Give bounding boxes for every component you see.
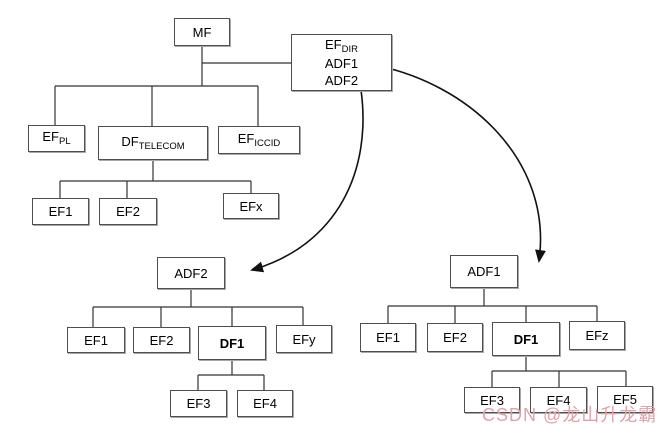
adf1-ef3-label: EF3 [480,392,504,408]
node-adf1-efz: EFz [569,321,625,350]
node-adf2-df1: DF1 [198,326,266,360]
telecom-ef2-label: EF2 [116,204,140,219]
node-adf1-ef5: EF5 [597,386,653,413]
ef-dir-entry-adf1: ADF1 [324,55,359,71]
node-adf1-df1: DF1 [492,322,560,356]
node-telecom-efx: EFx [223,193,279,219]
adf2-ef4-label: EF4 [253,396,277,411]
adf1-ef2-label: EF2 [443,330,467,345]
ef-pl-label: EFPL [42,129,71,148]
node-adf2-efy: EFy [276,325,332,353]
arrow-adf1-entry-to-adf1-tree [373,64,546,263]
tree-connector-lines [54,46,627,390]
adf2-ef2-label: EF2 [149,332,174,348]
node-adf2-ef3: EF3 [170,390,227,417]
node-mf: MF [174,18,230,46]
arrow-adf2-entry-to-adf2-tree [250,89,364,273]
node-adf1-ef3: EF3 [464,387,520,413]
node-ef-pl: EFPL [28,125,85,152]
node-adf1-root: ADF1 [450,255,518,288]
adf1-efz-label: EFz [585,328,609,343]
node-df-telecom: DFTELECOM [98,126,208,160]
adf2-root-label: ADF2 [174,265,208,281]
node-mf-label: MF [192,24,212,40]
adf2-efy-label: EFy [292,331,316,347]
node-adf1-ef2: EF2 [427,323,483,352]
node-adf2-ef2: EF2 [133,327,190,353]
adf2-df1-label: DF1 [219,335,245,351]
adf1-root-label: ADF1 [467,264,501,279]
adf1-ef4-label: EF4 [546,392,571,408]
ef-dir-entry-adf2: ADF2 [324,72,359,88]
adf1-ef5-label: EF5 [613,392,637,407]
ef-iccid-label: EFICCID [237,130,281,149]
df-telecom-label: DFTELECOM [121,133,185,152]
node-adf2-root: ADF2 [157,257,225,289]
adf2-ef1-label: EF1 [84,332,108,348]
telecom-ef1-label: EF1 [48,204,73,219]
adf1-df1-label: DF1 [513,331,539,347]
node-ef-iccid: EFICCID [218,126,300,154]
node-ef-dir: EFDIR ADF1 ADF2 [291,34,392,91]
node-adf2-ef1: EF1 [67,327,125,353]
node-adf1-ef4: EF4 [530,387,587,413]
node-adf2-ef4: EF4 [237,390,293,417]
telecom-efx-label: EFx [239,198,263,214]
node-telecom-ef1: EF1 [32,198,89,225]
ef-dir-label: EFDIR [325,37,358,56]
node-adf1-ef1: EF1 [360,323,416,352]
adf2-ef3-label: EF3 [186,396,211,411]
adf1-ef1-label: EF1 [376,330,400,345]
node-telecom-ef2: EF2 [99,198,157,225]
